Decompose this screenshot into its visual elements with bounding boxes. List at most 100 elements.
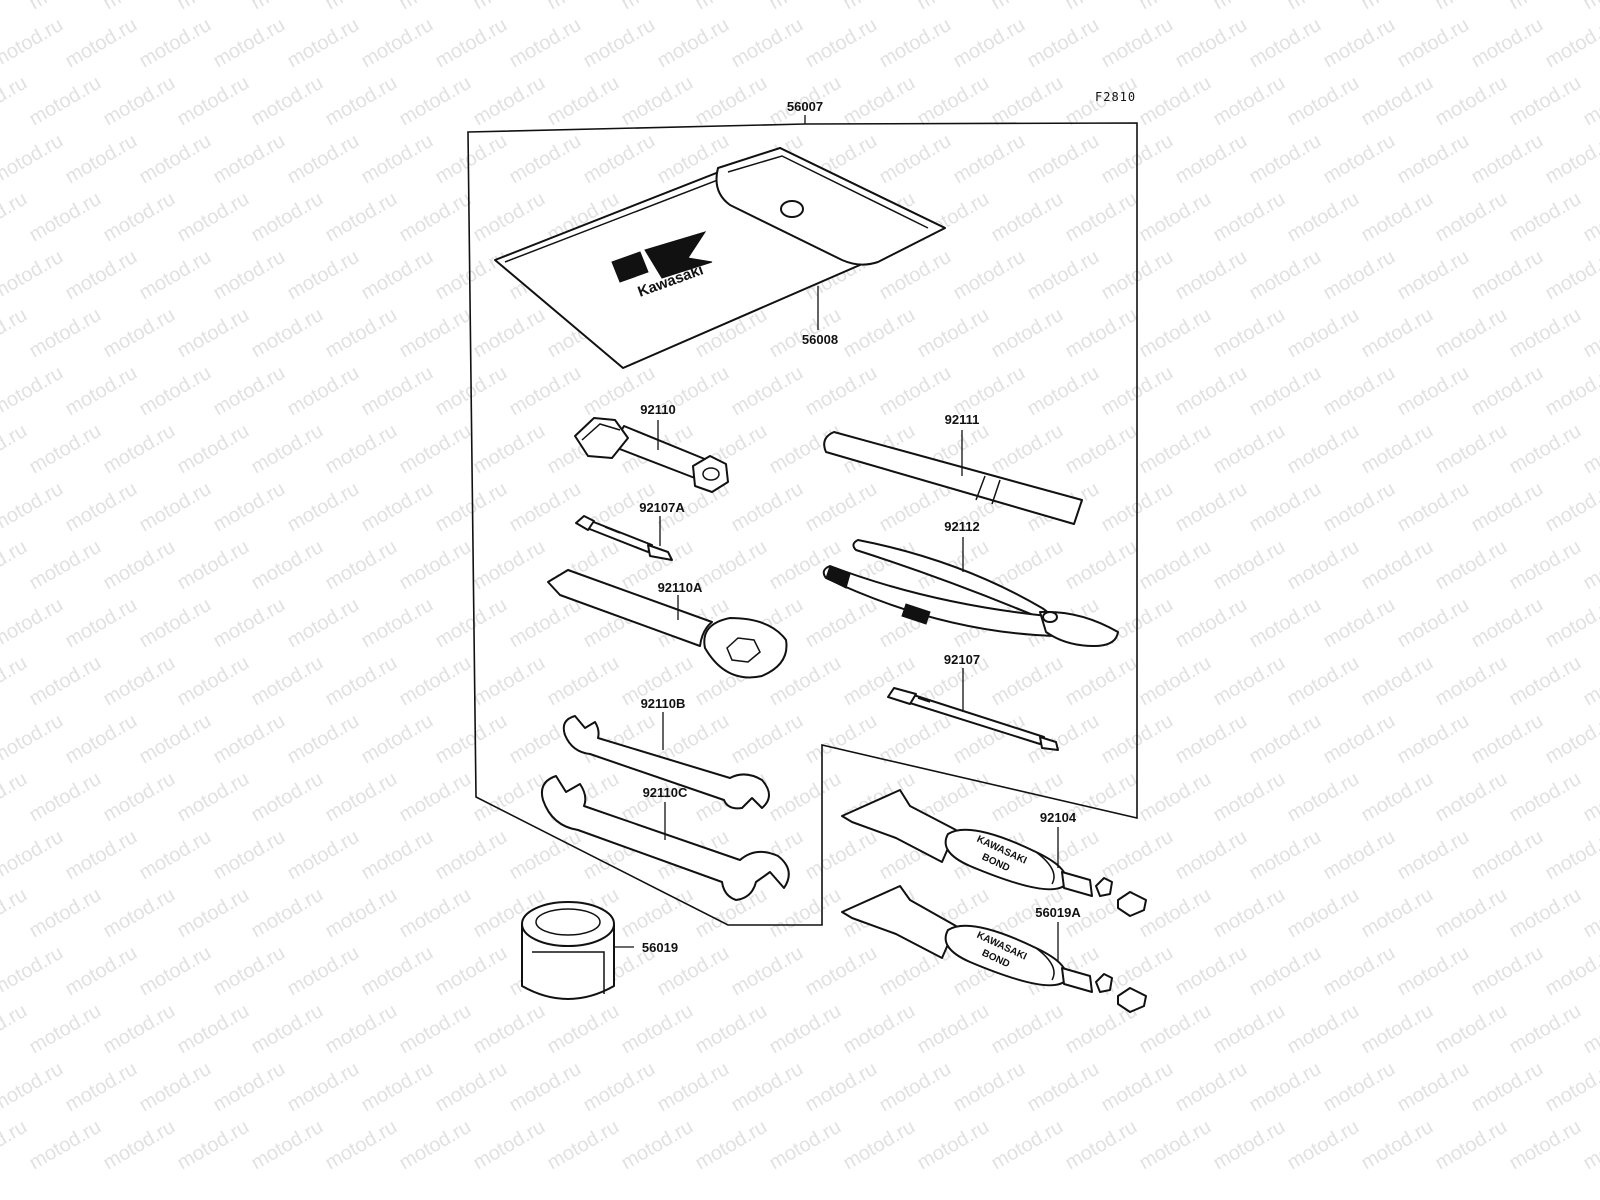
watermark-text: motod.ru [1062,536,1141,595]
watermark-text: motod.ru [26,884,105,943]
watermark-text: motod.ru [210,826,289,885]
watermark-text: motod.ru [1432,652,1511,711]
watermark-text: motod.ru [1136,72,1215,131]
watermark-text: motod.ru [1062,0,1141,14]
watermark-text: motod.ru [0,1000,31,1059]
watermark-text: motod.ru [0,478,67,537]
watermark-text: motod.ru [692,536,771,595]
watermark-text: motod.ru [1432,1116,1511,1175]
watermark-text: motod.ru [728,362,807,421]
watermark-text: motod.ru [1246,478,1325,537]
watermark-text: motod.ru [914,72,993,131]
watermark-text: motod.ru [322,304,401,363]
watermark-text: motod.ru [950,246,1029,305]
watermark-text: motod.ru [100,0,179,14]
watermark-text: motod.ru [840,1116,919,1175]
watermark-text: motod.ru [26,0,105,14]
watermark-text: motod.ru [1024,14,1103,73]
watermark-text: motod.ru [580,14,659,73]
watermark-text: motod.ru [1320,130,1399,189]
watermark-text: motod.ru [470,1116,549,1175]
watermark-text: motod.ru [1358,420,1437,479]
watermark-text: motod.ru [174,1116,253,1175]
watermark-text: motod.ru [1542,826,1600,885]
screwdriver [887,687,1059,751]
watermark-text: motod.ru [1062,1116,1141,1175]
watermark-text: motod.ru [26,652,105,711]
watermark-text: motod.ru [728,14,807,73]
watermark-text: motod.ru [1284,536,1363,595]
watermark-text: motod.ru [988,652,1067,711]
watermark-text: motod.ru [692,1116,771,1175]
watermark-text: motod.ru [174,188,253,247]
watermark-text: motod.ru [1542,594,1600,653]
watermark-text: motod.ru [136,710,215,769]
watermark-text: motod.ru [728,710,807,769]
watermark-text: motod.ru [728,1058,807,1117]
watermark-text: motod.ru [1136,188,1215,247]
tool-pouch: Kawasaki [494,147,946,369]
watermark-text: motod.ru [1062,188,1141,247]
watermark-text: motod.ru [284,246,363,305]
watermark-text: motod.ru [62,1058,141,1117]
watermark-text: motod.ru [1210,1000,1289,1059]
watermark-text: motod.ru [358,710,437,769]
watermark-text: motod.ru [1172,710,1251,769]
watermark-text: motod.ru [1432,72,1511,131]
watermark-text: motod.ru [1358,188,1437,247]
watermark-text: motod.ru [248,188,327,247]
watermark-text: motod.ru [1172,478,1251,537]
watermark-text: motod.ru [1172,826,1251,885]
watermark-text: motod.ru [1394,246,1473,305]
watermark-text: motod.ru [432,246,511,305]
watermark-text: motod.ru [210,14,289,73]
watermark-text: motod.ru [136,942,215,1001]
watermark-text: motod.ru [802,1058,881,1117]
watermark-text: motod.ru [248,536,327,595]
watermark-text: motod.ru [1320,478,1399,537]
watermark-text: motod.ru [322,72,401,131]
watermark-text: motod.ru [876,130,955,189]
watermark-text: motod.ru [358,1058,437,1117]
watermark-text: motod.ru [322,768,401,827]
watermark-text: motod.ru [174,0,253,14]
watermark-text: motod.ru [1394,710,1473,769]
watermark-text: motod.ru [248,1116,327,1175]
watermark-text: motod.ru [544,1000,623,1059]
watermark-text: motod.ru [654,1058,733,1117]
watermark-text: motod.ru [1210,652,1289,711]
watermark-text: motod.ru [1210,304,1289,363]
watermark-text: motod.ru [1394,942,1473,1001]
watermark-text: motod.ru [1358,0,1437,14]
watermark-text: motod.ru [322,1116,401,1175]
watermark-text: motod.ru [470,0,549,14]
watermark-text: motod.ru [136,130,215,189]
watermark-text: motod.ru [1580,304,1600,363]
open-end-wrench-small [562,715,770,810]
watermark-text: motod.ru [396,0,475,14]
watermark-text: motod.ru [802,710,881,769]
watermark-text: motod.ru [1320,710,1399,769]
watermark-text: motod.ru [914,1000,993,1059]
watermark-text: motod.ru [1320,942,1399,1001]
watermark-text: motod.ru [1320,246,1399,305]
watermark-text: motod.ru [580,1058,659,1117]
watermark-text: motod.ru [136,246,215,305]
watermark-text: motod.ru [1468,1058,1547,1117]
watermark-text: motod.ru [1062,304,1141,363]
watermark-text: motod.ru [1506,1000,1585,1059]
watermark-text: motod.ru [766,1000,845,1059]
watermark-text: motod.ru [618,72,697,131]
watermark-text: motod.ru [506,826,585,885]
watermark-text: motod.ru [0,826,67,885]
watermark-text: motod.ru [802,14,881,73]
watermark-text: motod.ru [1580,768,1600,827]
watermark-text: motod.ru [1580,72,1600,131]
pliers [822,539,1119,647]
watermark-text: motod.ru [322,1000,401,1059]
watermark-text: motod.ru [322,884,401,943]
watermark-text: motod.ru [1506,768,1585,827]
watermark-text: motod.ru [1024,246,1103,305]
watermark-text: motod.ru [470,652,549,711]
watermark-text: motod.ru [396,1000,475,1059]
